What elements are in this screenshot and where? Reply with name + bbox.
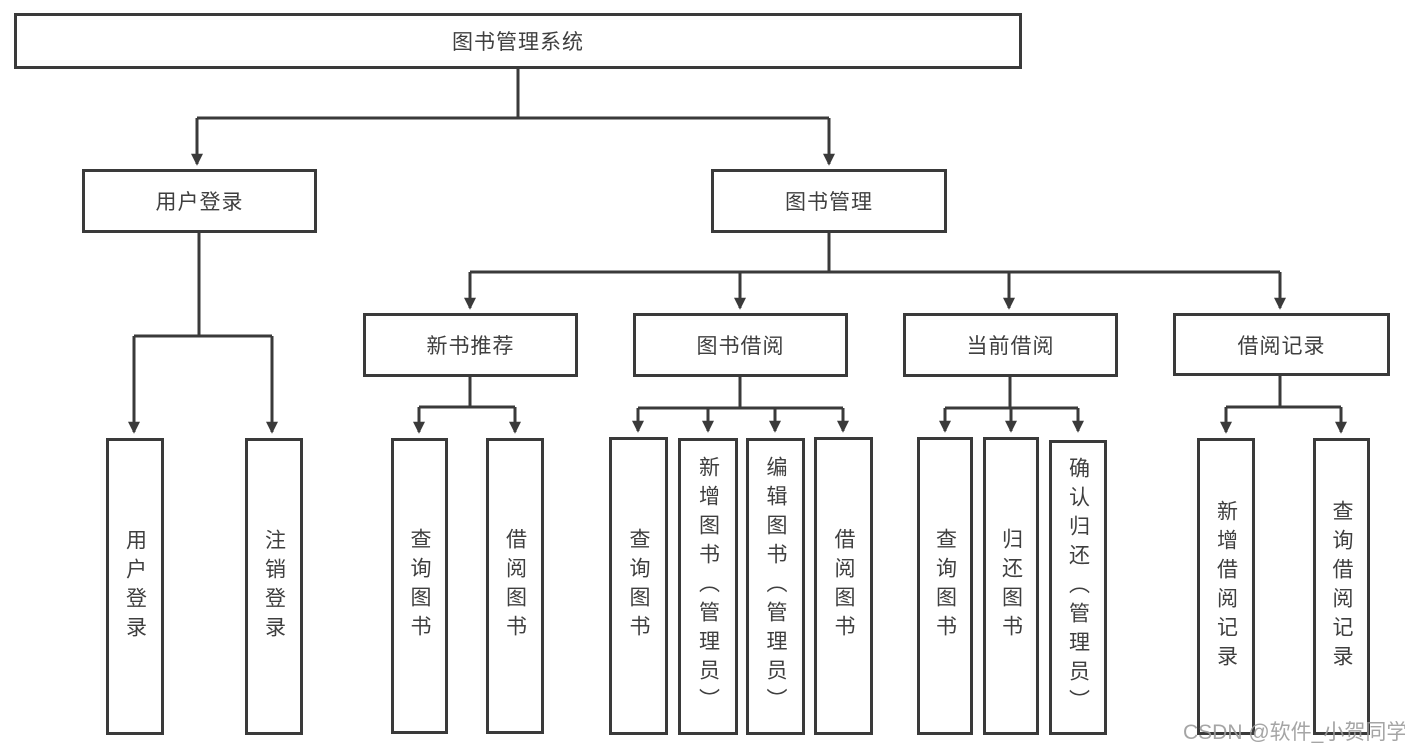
leaf-return-book: 归还图书 [983,437,1039,735]
leaf-borrow-book: 借阅图书 [814,437,873,735]
node-book-borrow: 图书借阅 [633,313,848,377]
leaf-logout: 注销登录 [245,438,303,735]
leaf-query-borrow-record: 查询借阅记录 [1313,438,1370,735]
node-new-book-recommend: 新书推荐 [363,313,578,377]
leaf-add-book-admin: 新增图书（管理员） [678,438,738,735]
node-current-borrow: 当前借阅 [903,313,1118,377]
leaf-borrow-book-newbook: 借阅图书 [486,438,544,734]
csdn-watermark: CSDN @软件_小贺同学 [1183,721,1405,744]
leaf-edit-book-admin: 编辑图书（管理员） [746,438,805,735]
leaf-user-login: 用户登录 [106,438,164,735]
node-user-login: 用户登录 [82,169,317,233]
leaf-add-borrow-record: 新增借阅记录 [1197,438,1255,735]
leaf-query-book-newbook: 查询图书 [391,438,448,734]
node-library-management-system: 图书管理系统 [14,13,1022,69]
leaf-query-book-current: 查询图书 [917,437,973,735]
node-book-management: 图书管理 [711,169,947,233]
node-borrow-record: 借阅记录 [1173,313,1390,376]
leaf-confirm-return-admin: 确认归还（管理员） [1049,440,1107,735]
leaf-query-book-borrow: 查询图书 [609,437,668,735]
